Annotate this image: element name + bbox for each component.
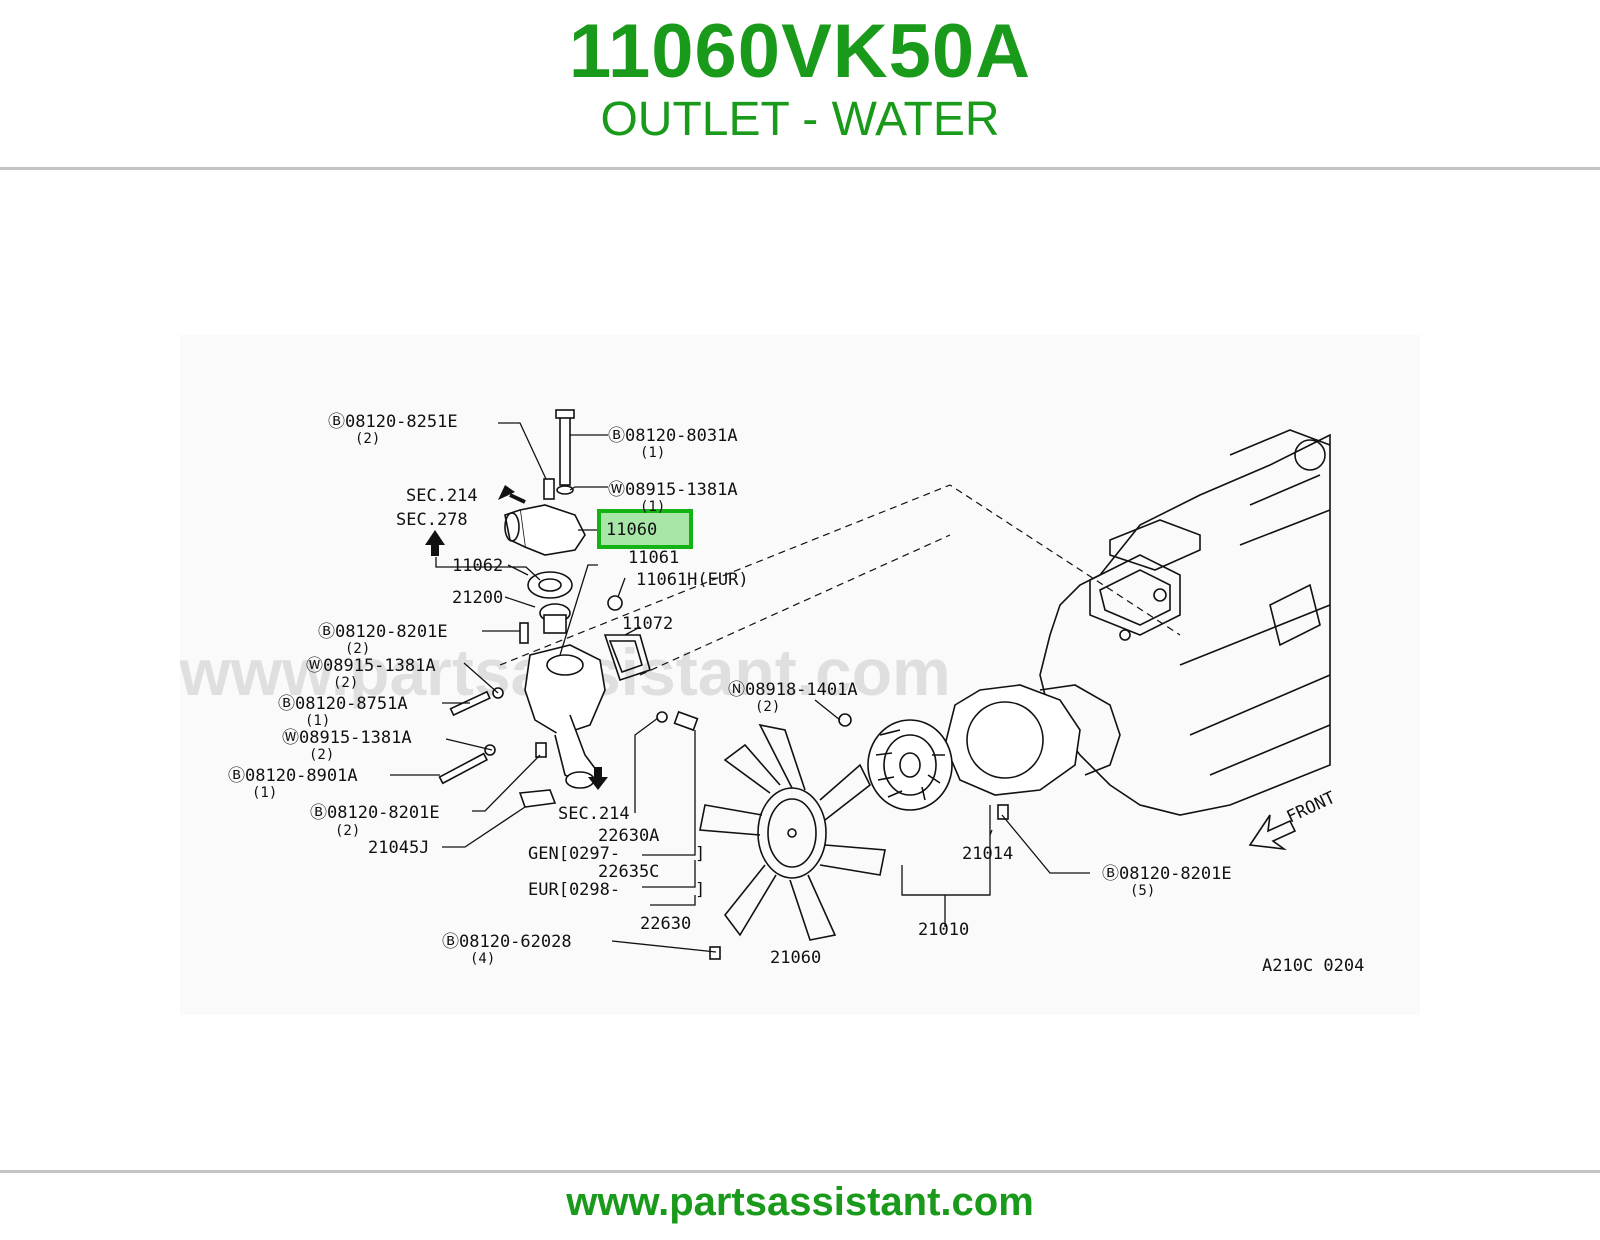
footer-divider [0,1170,1600,1173]
label-21014: 21014 [962,844,1013,864]
qty-08120-8751A: (1) [305,713,330,729]
leader-lines [390,422,1090,953]
label-11072: 11072 [622,614,673,634]
label-front: FRONT [1284,788,1339,828]
parts-diagram: www.partsassistant.com [180,335,1420,1015]
qty-08120-8031A: (1) [640,445,665,461]
label-08120-8901A: Ⓑ08120-8901A [228,766,358,786]
label-22630: 22630 [640,914,691,934]
qty-08120-62028: (4) [470,951,495,967]
cooling-fan-drawing [699,723,886,941]
label-08120-8251E: Ⓑ08120-8251E [328,412,458,432]
label-08915-1381A-mid: Ⓦ08915-1381A [306,656,436,676]
label-21060: 21060 [770,948,821,968]
label-21045J: 21045J [368,838,429,858]
qty-08120-8201E-b: (2) [335,823,360,839]
label-22630A: 22630A [598,826,659,846]
header-divider [0,167,1600,170]
label-08918-1401A: Ⓝ08918-1401A [728,680,858,700]
callout-labels: Ⓑ08120-8251E (2) Ⓑ08120-8031A (1) Ⓦ08915… [228,412,1364,976]
label-bracket-2: ] [695,880,705,900]
direction-arrows [425,485,1297,851]
footer-website-link[interactable]: www.partsassistant.com [566,1180,1034,1224]
qty-08120-8901A: (1) [252,785,277,801]
qty-08915-1381A-low: (2) [309,747,334,763]
label-sec214-top: SEC.214 [406,486,478,506]
water-pump-drawing [867,684,1121,811]
label-21200: 21200 [452,588,503,608]
label-gen: GEN[0297- [528,844,620,864]
label-08120-8201E-c: Ⓑ08120-8201E [1102,864,1232,884]
diagram-svg: www.partsassistant.com [180,409,1364,976]
label-11061: 11061 [628,548,679,568]
part-number-title: 11060VK50A [568,9,1032,94]
label-sec214-bottom: SEC.214 [558,804,630,824]
label-22635C: 22635C [598,862,659,882]
qty-08915-1381A-mid: (2) [333,675,358,691]
label-08120-8201E-a: Ⓑ08120-8201E [318,622,448,642]
highlighted-part-box[interactable] [597,509,693,549]
qty-08120-8201E-a: (2) [345,641,370,657]
qty-08915-1381A-top: (1) [640,499,665,515]
dashed-reference-line-top [499,484,1181,666]
label-08915-1381A-top: Ⓦ08915-1381A [608,480,738,500]
water-outlet-drawing [438,409,1009,960]
label-08120-8031A: Ⓑ08120-8031A [608,426,738,446]
part-label-11060[interactable]: 11060 [606,520,657,540]
label-11062: 11062 [452,556,503,576]
label-21010: 21010 [918,920,969,940]
label-sec278: SEC.278 [396,510,468,530]
qty-08120-8201E-c: (5) [1130,883,1155,899]
drawing-code: A210C 0204 [1262,956,1364,976]
label-11061H: 11061H(EUR) [636,570,749,590]
engine-block-drawing [1039,429,1331,816]
label-bracket-1: ] [695,844,705,864]
label-08120-8201E-b: Ⓑ08120-8201E [310,803,440,823]
dashed-reference-line-mid [639,534,951,676]
header: 11060VK50A OUTLET - WATER [0,0,1600,168]
qty-08918-1401A: (2) [755,699,780,715]
label-08120-8751A: Ⓑ08120-8751A [278,694,408,714]
label-08915-1381A-low: Ⓦ08915-1381A [282,728,412,748]
part-name-subtitle: OUTLET - WATER [600,93,1000,146]
label-eur: EUR[0298- [528,880,620,900]
qty-08120-8251E: (2) [355,431,380,447]
label-08120-62028: Ⓑ08120-62028 [442,932,572,952]
